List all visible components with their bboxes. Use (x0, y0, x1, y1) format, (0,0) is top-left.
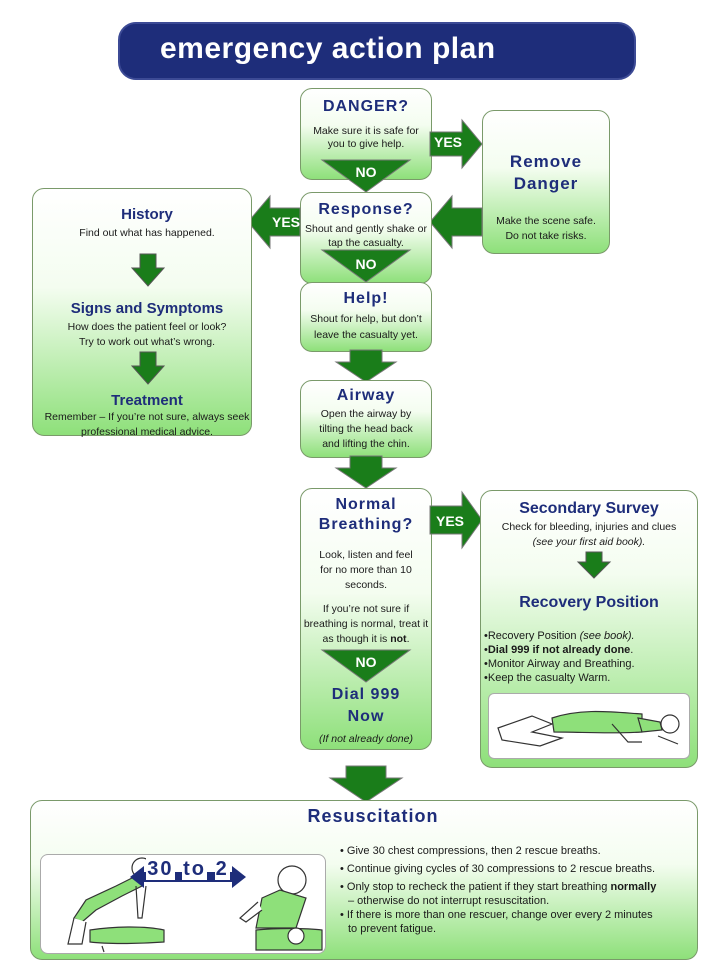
remove-heading-1: Remove (509, 152, 583, 171)
resus-bullet-1: • Give 30 chest compressions, then 2 res… (340, 845, 601, 857)
recovery-bullet-1: •Recovery Position (see book). (484, 630, 635, 642)
breathing-yes-label: YES (435, 513, 464, 529)
remove-to-response-arrow-icon (429, 194, 483, 250)
down-arrow-icon (328, 765, 404, 803)
dial-sub: (If not already done) (319, 733, 413, 745)
recovery-bullet-3: •Monitor Airway and Breathing. (484, 658, 635, 670)
danger-text-1: Make sure it is safe for (313, 125, 419, 137)
remove-text-2: Do not take risks. (505, 230, 587, 242)
signs-text-2: Try to work out what’s wrong. (79, 336, 215, 348)
response-box (300, 192, 432, 284)
down-arrow-icon (576, 551, 612, 579)
breathing-heading-1: Normal (335, 496, 397, 513)
response-text-1: Shout and gently shake or (304, 223, 427, 235)
no-arrow-down-icon (320, 159, 412, 193)
signs-text-1: How does the patient feel or look? (67, 321, 227, 333)
down-arrow-icon (334, 455, 398, 489)
rescue-breath-figure-icon (239, 865, 323, 951)
secondary-text-1: Check for bleeding, injuries and clues (501, 521, 677, 533)
yes-arrow-left-icon (247, 194, 301, 250)
treatment-heading: Treatment (111, 392, 183, 409)
breathing-text-2: for no more than 10 (320, 564, 412, 576)
yes-arrow-right-icon (429, 118, 483, 170)
breathing-text-1: Look, listen and feel (319, 549, 413, 561)
remove-text-1: Make the scene safe. (496, 215, 596, 227)
dial-heading-1: Dial 999 (331, 686, 401, 703)
down-arrow-icon (334, 349, 398, 383)
breathing-text-6: as though it is not. (322, 633, 410, 645)
remove-danger-box (482, 110, 610, 254)
history-heading: History (121, 206, 173, 223)
treatment-text-2: professional medical advice. (81, 426, 213, 438)
resus-bullet-3-cont: – otherwise do not interrupt resuscitati… (348, 895, 550, 907)
treatment-text-1: Remember – If you’re not sure, always se… (44, 411, 250, 423)
recovery-heading: Recovery Position (519, 594, 659, 611)
ratio-label: 30 to 2 (146, 858, 230, 880)
breathing-text-3: seconds. (344, 579, 388, 591)
danger-text-2: you to give help. (327, 138, 405, 150)
no-arrow-down-icon (320, 649, 412, 683)
airway-text-3: and lifting the chin. (322, 438, 410, 450)
down-arrow-icon (130, 351, 166, 385)
response-no-label: NO (355, 256, 377, 272)
breathing-no-label: NO (355, 654, 377, 670)
airway-text-2: tilting the head back (319, 423, 413, 435)
help-text-2: leave the casualty yet. (314, 329, 418, 341)
danger-yes-label: YES (433, 134, 462, 150)
response-heading: Response? (318, 201, 414, 218)
resus-heading: Resuscitation (307, 806, 439, 826)
airway-heading: Airway (336, 387, 396, 404)
response-yes-label: YES (271, 214, 300, 230)
signs-heading: Signs and Symptoms (70, 300, 224, 317)
breathing-box (300, 488, 432, 750)
recovery-position-figure-icon (497, 710, 680, 747)
breathing-heading-2: Breathing? (318, 516, 414, 533)
danger-heading: DANGER? (322, 98, 410, 115)
breathing-text-4: If you’re not sure if (322, 603, 410, 615)
secondary-text-2: (see your first aid book). (532, 536, 646, 548)
danger-no-label: NO (355, 164, 377, 180)
recovery-bullet-2: •Dial 999 if not already done. (484, 644, 634, 656)
yes-arrow-right-icon (429, 490, 483, 550)
down-arrow-icon (130, 253, 166, 287)
no-arrow-down-icon (320, 249, 412, 283)
history-box (32, 188, 252, 436)
recovery-bullet-4: •Keep the casualty Warm. (484, 672, 611, 684)
airway-text-1: Open the airway by (320, 408, 412, 420)
resus-bullet-4: • If there is more than one rescuer, cha… (340, 909, 653, 921)
page-title: emergency action plan (160, 32, 496, 65)
resus-bullet-4-cont: to prevent fatigue. (348, 923, 437, 935)
remove-heading-2: Danger (513, 174, 579, 193)
response-text-2: tap the casualty. (328, 237, 404, 249)
resus-bullet-2: • Continue giving cycles of 30 compressi… (340, 863, 656, 875)
secondary-heading: Secondary Survey (519, 500, 659, 517)
breathing-text-5: breathing is normal, treat it (303, 618, 429, 630)
title-banner: emergency action plan (118, 22, 636, 80)
help-text-1: Shout for help, but don’t (310, 313, 422, 325)
dial-heading-2: Now (347, 708, 385, 725)
help-heading: Help! (343, 290, 389, 307)
resus-bullet-3: • Only stop to recheck the patient if th… (340, 881, 657, 893)
history-text: Find out what has happened. (79, 227, 215, 239)
